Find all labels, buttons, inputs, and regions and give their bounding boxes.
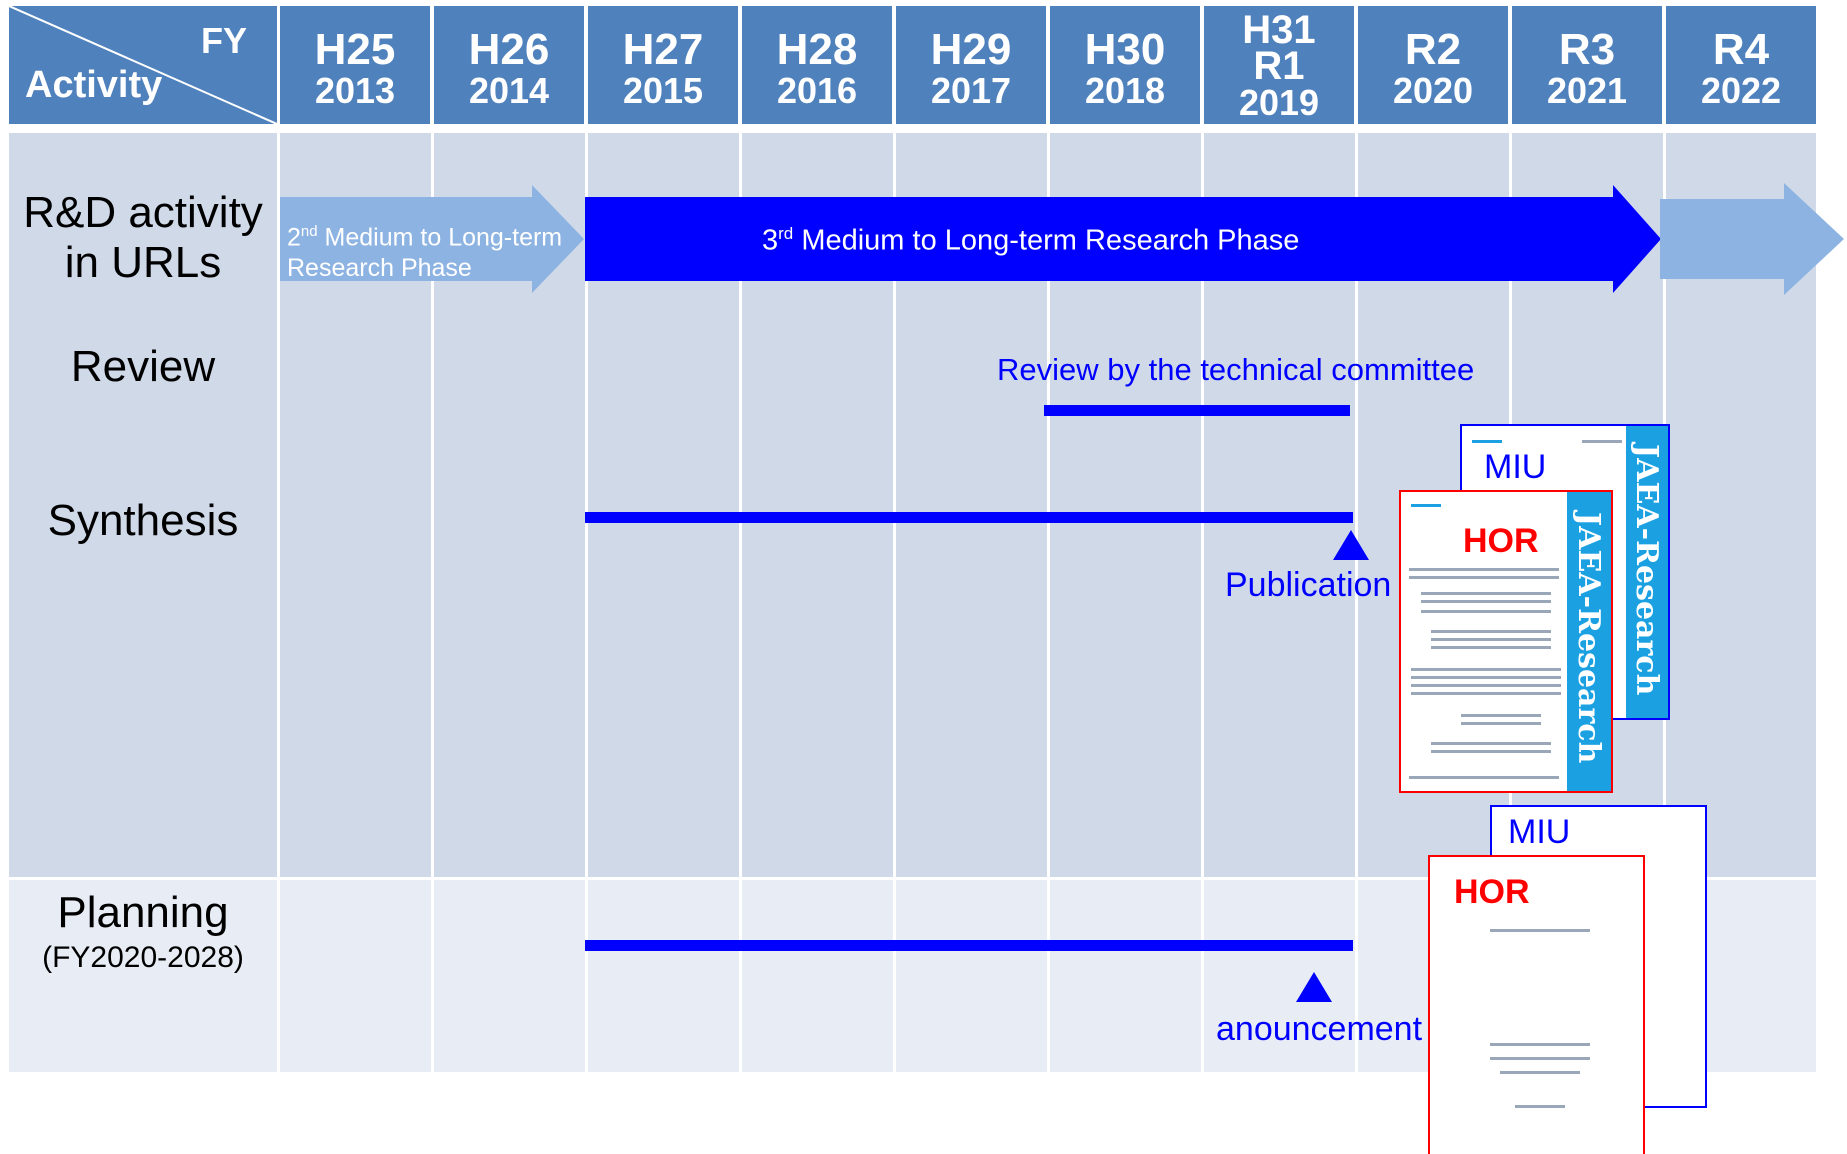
planning-label: Planning: [57, 888, 229, 937]
year-label: 2020: [1392, 70, 1474, 111]
spine-title: JAEA-Research: [1629, 444, 1664, 696]
column-divider: [277, 133, 280, 1072]
era-label: H28: [776, 25, 858, 74]
era-label: H29: [930, 25, 1012, 74]
header-col-2014: H26 2014: [434, 6, 584, 124]
column-divider: [739, 133, 742, 1072]
header-col-2021: R3 2021: [1512, 6, 1662, 124]
row-label-planning: Planning (FY2020-2028): [9, 888, 277, 978]
spine-title: JAEA-Research: [1571, 512, 1606, 764]
era-label: H31: [1242, 8, 1316, 52]
report-spine: [1626, 426, 1668, 718]
year-label: 2021: [1546, 70, 1628, 111]
hor-plan-label: HOR: [1454, 873, 1530, 911]
rd-label-line2: in URLs: [64, 238, 222, 287]
year-label: 2017: [930, 70, 1012, 111]
review-committee-label: Review by the technical committee: [997, 352, 1475, 387]
year-label: 2016: [776, 70, 858, 111]
era-label: H27: [622, 25, 704, 74]
column-divider: [1047, 133, 1050, 1072]
header-col-2017: H29 2017: [896, 6, 1046, 124]
column-divider: [893, 133, 896, 1072]
era-label: H25: [314, 25, 396, 74]
row-label-rd: R&D activity in URLs: [9, 188, 277, 288]
second-phase-label: 2nd Medium to Long-term Research Phase: [287, 223, 563, 283]
era-label: H26: [468, 25, 550, 74]
row-label-review: Review: [70, 342, 216, 391]
planning-sublabel: (FY2020-2028): [42, 941, 244, 974]
activity-label: Activity: [25, 64, 163, 106]
era-label: R3: [1558, 25, 1616, 74]
review-bar: [1044, 405, 1350, 416]
fy-label: FY: [200, 20, 247, 61]
header-col-2018: H30 2018: [1050, 6, 1200, 124]
era-label: R2: [1404, 25, 1462, 74]
future-phase-arrow: [1660, 183, 1844, 295]
column-divider: [585, 133, 588, 1072]
hor-report-cover: JAEA-Research HOR: [1399, 490, 1613, 793]
year-label: 2018: [1084, 70, 1166, 111]
era-label: R4: [1712, 25, 1770, 74]
header-col-2019: H31 R1 2019: [1204, 6, 1354, 124]
publication-label: Publication: [1225, 566, 1392, 604]
miu-plan-label: MIU: [1508, 813, 1571, 851]
header-corner: FY Activity: [9, 6, 277, 124]
header-col-2020: R2 2020: [1358, 6, 1508, 124]
publication-marker-icon: [1333, 530, 1369, 560]
year-label: 2015: [622, 70, 704, 111]
diagonal-divider: [9, 6, 277, 124]
column-divider: [431, 133, 434, 1072]
rd-label-line1: R&D activity: [23, 188, 263, 237]
announcement-marker-icon: [1296, 972, 1332, 1002]
header-col-2015: H27 2015: [588, 6, 738, 124]
third-phase-label: 3rd Medium to Long-term Research Phase: [762, 224, 1300, 257]
second-phase-arrow: [280, 185, 584, 293]
third-phase-arrow: [585, 185, 1661, 293]
year-label: 2014: [468, 70, 550, 111]
column-divider: [1355, 133, 1358, 1072]
synthesis-bar: [585, 512, 1353, 523]
hor-plan-cover: HOR: [1428, 855, 1645, 1154]
header-col-2016: H28 2016: [742, 6, 892, 124]
year-label: 2022: [1700, 70, 1782, 111]
hor-report-label: HOR: [1463, 522, 1539, 560]
row-label-synthesis: Synthesis: [47, 496, 239, 545]
year-label: 2019: [1238, 82, 1320, 123]
header-col-2022: R4 2022: [1666, 6, 1816, 124]
miu-report-label: MIU: [1484, 448, 1547, 486]
column-divider: [1201, 133, 1204, 1072]
announcement-label: anouncement: [1216, 1010, 1423, 1048]
report-spine: [1567, 492, 1611, 791]
era-label-2: R1: [1253, 44, 1305, 88]
year-label: 2013: [314, 70, 396, 111]
planning-bar: [585, 940, 1353, 951]
era-label: H30: [1084, 25, 1166, 74]
header-col-2013: H25 2013: [280, 6, 430, 124]
